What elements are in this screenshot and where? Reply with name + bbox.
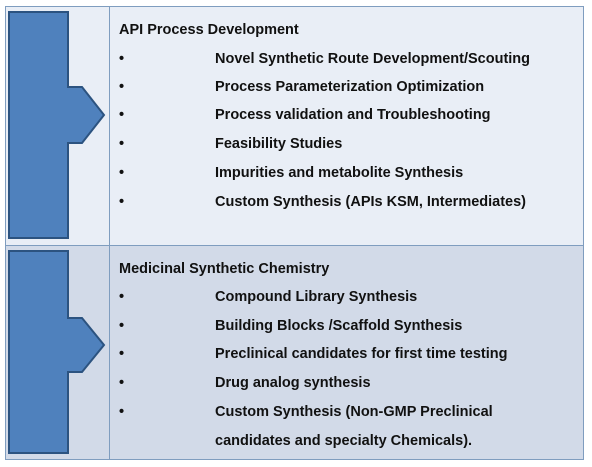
right-arrow-icon bbox=[8, 11, 106, 239]
right-arrow-icon bbox=[8, 250, 106, 454]
column-divider bbox=[109, 246, 110, 459]
bullet-icon: • bbox=[119, 318, 125, 334]
bullet-icon: • bbox=[119, 79, 125, 95]
bullet-icon: • bbox=[119, 107, 125, 123]
list-item-text: Feasibility Studies bbox=[215, 136, 343, 152]
list-item-text: Process validation and Troubleshooting bbox=[215, 107, 491, 123]
list-item-text: Novel Synthetic Route Development/Scouti… bbox=[215, 51, 531, 67]
bullet-icon: • bbox=[119, 194, 125, 210]
list-item-text: Compound Library Synthesis bbox=[215, 289, 418, 305]
column-divider bbox=[109, 7, 110, 245]
list-item-text: Preclinical candidates for first time te… bbox=[215, 346, 508, 362]
bullet-icon: • bbox=[119, 289, 125, 305]
list-item-text: Building Blocks /Scaffold Synthesis bbox=[215, 318, 463, 334]
bullet-icon: • bbox=[119, 51, 125, 67]
section-heading: Medicinal Synthetic Chemistry bbox=[119, 261, 330, 277]
bullet-icon: • bbox=[119, 165, 125, 181]
list-item-text: Custom Synthesis (Non-GMP Preclinical bbox=[215, 404, 493, 420]
bullet-icon: • bbox=[119, 404, 125, 420]
section-medicinal-synthetic-chemistry: Medicinal Synthetic Chemistry • Compound … bbox=[5, 246, 584, 460]
list-item-continuation: candidates and specialty Chemicals). bbox=[215, 433, 473, 449]
list-item-text: Drug analog synthesis bbox=[215, 375, 371, 391]
bullet-icon: • bbox=[119, 375, 125, 391]
bullet-icon: • bbox=[119, 136, 125, 152]
list-item-text: Process Parameterization Optimization bbox=[215, 79, 485, 95]
section-api-process-development: API Process Development • Novel Synthetic… bbox=[5, 6, 584, 246]
section-heading: API Process Development bbox=[119, 22, 299, 38]
list-item-text: Custom Synthesis (APIs KSM, Intermediate… bbox=[215, 194, 527, 210]
bullet-icon: • bbox=[119, 346, 125, 362]
list-item-text: Impurities and metabolite Synthesis bbox=[215, 165, 464, 181]
